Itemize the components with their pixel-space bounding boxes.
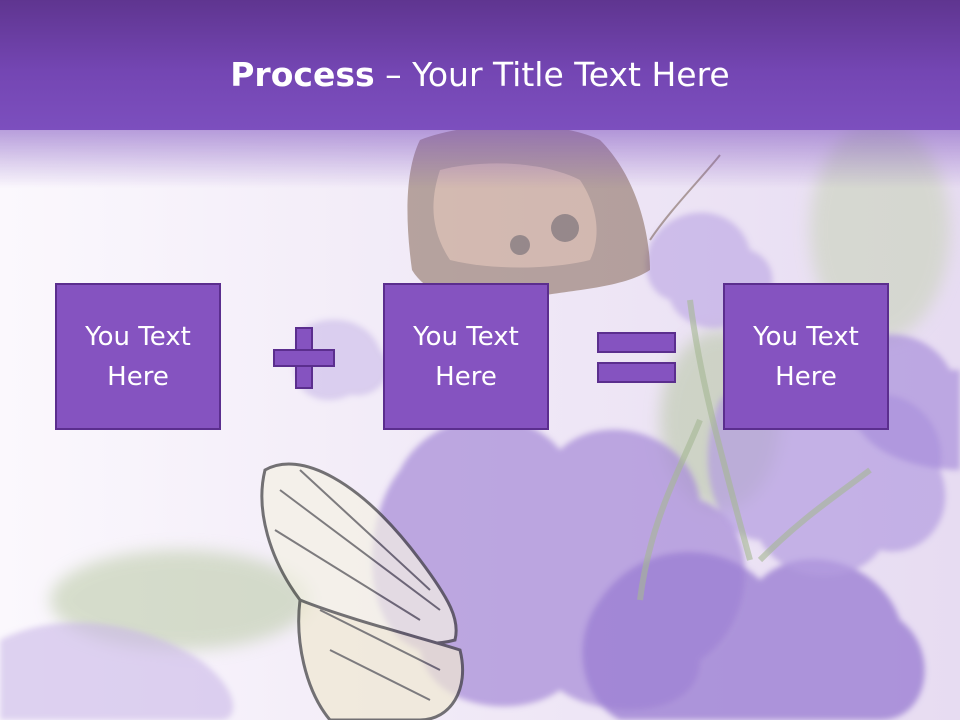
title-rest: Your Title Text Here — [412, 55, 730, 94]
process-box-1-text: You Text Here — [85, 321, 191, 392]
process-box-2[interactable]: You Text Here — [383, 283, 549, 430]
process-box-3[interactable]: You Text Here — [723, 283, 889, 430]
title-bar — [0, 0, 960, 130]
title-bar-fade — [0, 128, 960, 188]
equals-icon — [597, 332, 676, 384]
white-butterfly — [260, 462, 465, 720]
slide-title: Process – Your Title Text Here — [0, 52, 960, 98]
process-box-1[interactable]: You Text Here — [55, 283, 221, 430]
process-box-2-text: You Text Here — [413, 321, 519, 392]
title-dash: – — [374, 55, 413, 94]
process-box-3-text: You Text Here — [753, 321, 859, 392]
title-bold: Process — [230, 55, 375, 94]
plus-icon — [273, 327, 335, 389]
